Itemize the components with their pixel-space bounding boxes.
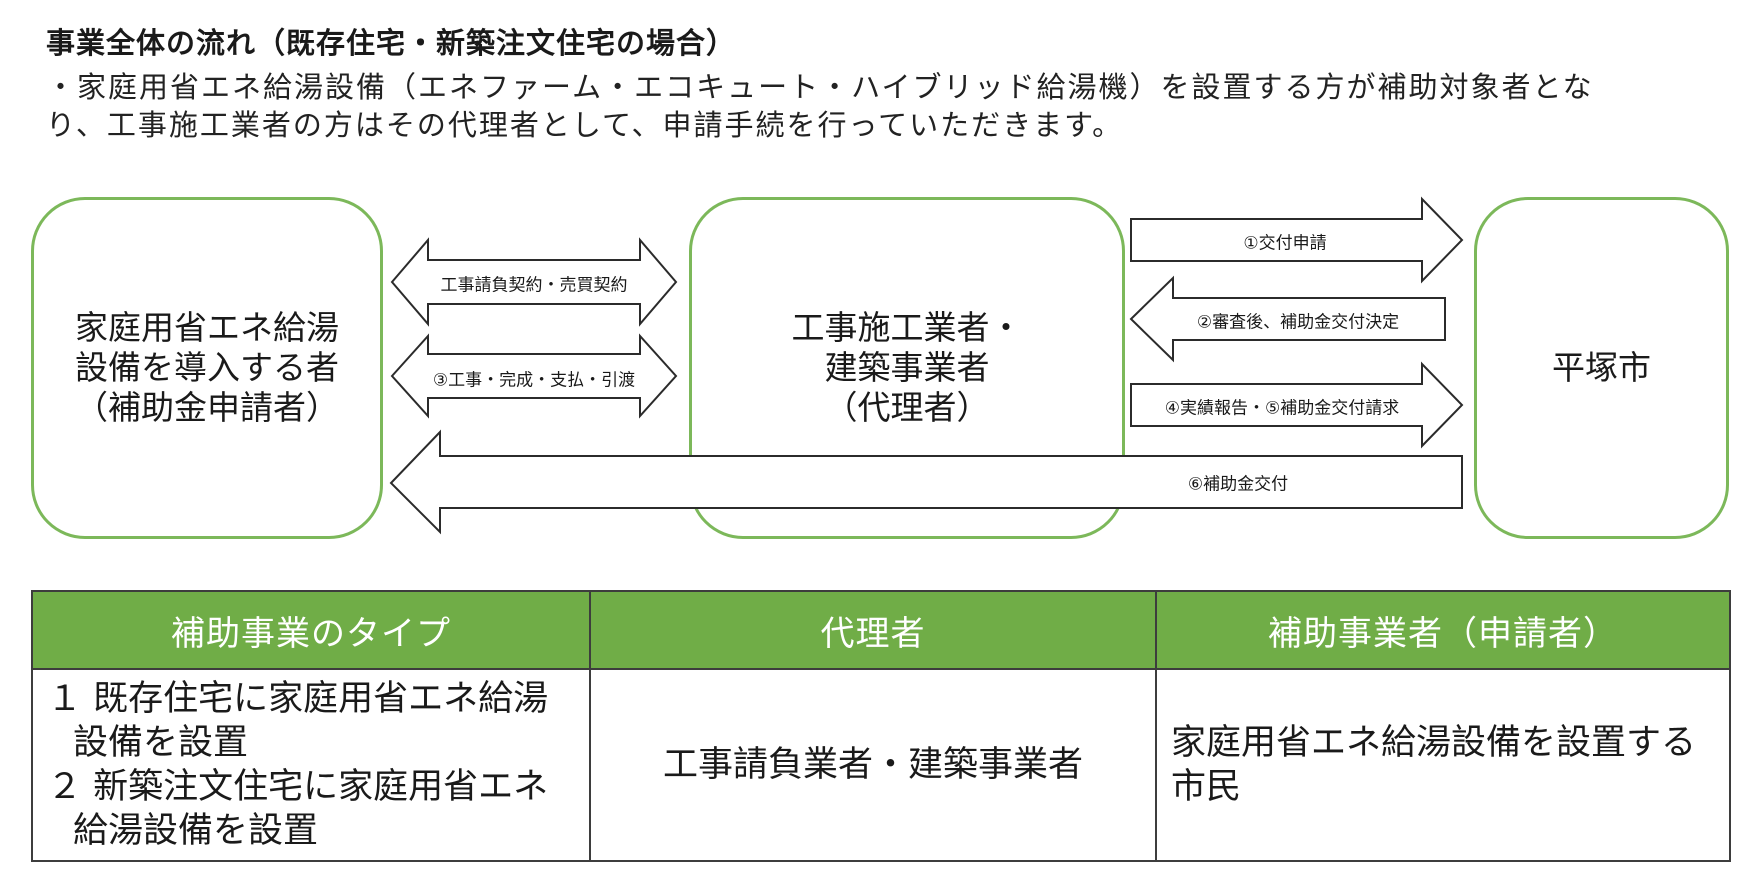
applicant-label-line-2: 設備を導入する者	[75, 348, 339, 387]
table-row: １ 既存住宅に家庭用省エネ給湯 設備を設置 ２ 新築注文住宅に家庭用省エネ 給湯…	[31, 668, 1731, 862]
subsidy-types-cell: １ 既存住宅に家庭用省エネ給湯 設備を設置 ２ 新築注文住宅に家庭用省エネ 給湯…	[31, 668, 591, 862]
grant-decision-label: ②審査後、補助金交付決定	[1196, 312, 1400, 333]
applicant-line-2: 市民	[1171, 767, 1242, 807]
city-label: 平塚市	[1552, 348, 1651, 387]
grant-application-label: ①交付申請	[1243, 233, 1327, 254]
grant-payment-label: ⑥補助金交付	[1187, 474, 1289, 495]
applicant-label-line-1: 家庭用省エネ給湯	[75, 308, 339, 347]
applicant-label-line-3: （補助金申請者）	[75, 388, 339, 427]
description: ・家庭用省エネ給湯設備（エネファーム・エコキュート・ハイブリッド給湯機）を設置す…	[46, 68, 1736, 144]
type-1-line-1: １ 既存住宅に家庭用省エネ給湯	[47, 679, 549, 719]
agent-box: 工事施工業者・ 建築事業者 （代理者）	[689, 197, 1125, 539]
description-line-2: り、工事施工業者の方はその代理者として、申請手続を行っていただきます。	[46, 108, 1124, 142]
description-line-1: ・家庭用省エネ給湯設備（エネファーム・エコキュート・ハイブリッド給湯機）を設置す…	[46, 70, 1594, 104]
construction-label: ③工事・完成・支払・引渡	[432, 370, 636, 391]
applicant-line-1: 家庭用省エネ給湯設備を設置する	[1171, 723, 1697, 763]
contract-label: 工事請負契約・売買契約	[440, 275, 628, 296]
agent-label-line-2: 建築事業者	[824, 348, 990, 387]
type-2-line-1: ２ 新築注文住宅に家庭用省エネ	[47, 767, 549, 807]
table-header-row: 補助事業のタイプ 代理者 補助事業者（申請者）	[31, 590, 1731, 670]
subsidy-table: 補助事業のタイプ 代理者 補助事業者（申請者） １ 既存住宅に家庭用省エネ給湯 …	[31, 590, 1731, 862]
type-2-line-2: 給湯設備を設置	[73, 811, 319, 851]
agent-cell: 工事請負業者・建築事業者	[589, 668, 1157, 862]
header-agent: 代理者	[589, 590, 1157, 670]
agent-label-line-1: 工事施工業者・	[791, 308, 1023, 347]
agent-label-line-3: （代理者）	[824, 388, 990, 427]
report-request-label: ④実績報告・⑤補助金交付請求	[1164, 398, 1400, 419]
header-applicant: 補助事業者（申請者）	[1155, 590, 1731, 670]
type-1-line-2: 設備を設置	[73, 723, 249, 763]
city-box: 平塚市	[1474, 197, 1729, 539]
header-subsidy-type: 補助事業のタイプ	[31, 590, 591, 670]
applicant-cell: 家庭用省エネ給湯設備を設置する 市民	[1155, 668, 1731, 862]
page-title: 事業全体の流れ（既存住宅・新築注文住宅の場合）	[46, 26, 737, 60]
applicant-box: 家庭用省エネ給湯 設備を導入する者 （補助金申請者）	[31, 197, 383, 539]
